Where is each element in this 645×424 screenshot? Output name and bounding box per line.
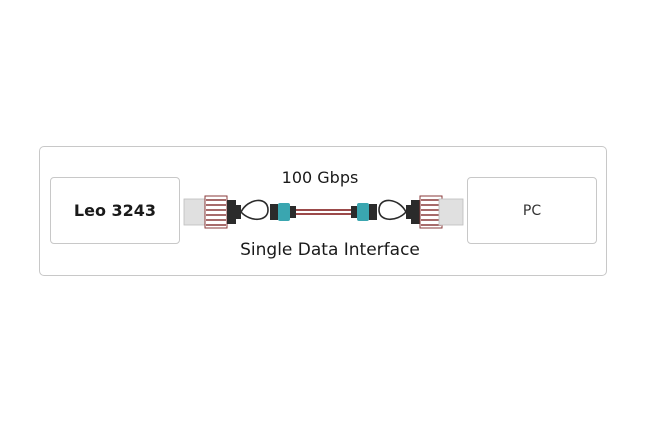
source-device-box: Leo 3243 [50, 177, 180, 244]
link-speed-label: 100 Gbps [281, 168, 359, 187]
fiber-cable-line [296, 209, 352, 215]
source-device-label: Leo 3243 [73, 201, 157, 220]
right-transceiver-icon [406, 195, 464, 229]
target-device-box: PC [467, 177, 597, 244]
right-pull-tab-icon [378, 199, 407, 221]
left-transceiver-icon [183, 195, 241, 229]
target-device-label: PC [522, 202, 542, 219]
interface-label: Single Data Interface [240, 240, 420, 260]
left-pull-tab-icon [240, 199, 269, 221]
left-fiber-connector-icon [270, 203, 296, 221]
right-fiber-connector-icon [351, 203, 377, 221]
